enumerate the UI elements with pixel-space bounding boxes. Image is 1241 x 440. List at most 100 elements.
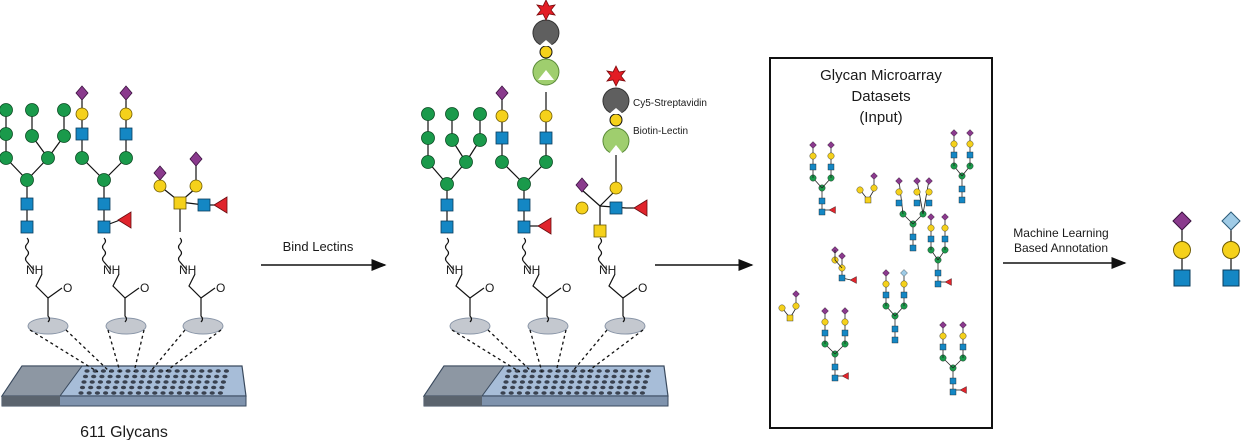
monosaccharide-diamond (939, 321, 947, 329)
dataset-title-line-3: (Input) (859, 109, 902, 126)
monosaccharide-circle (966, 140, 974, 148)
array-spot-dot (191, 369, 197, 373)
array-spot-dot (106, 380, 112, 384)
array-spot-dot (147, 380, 153, 384)
array-spot-dot (619, 374, 625, 379)
array-spot-dot (141, 369, 147, 373)
monosaccharide-square (909, 233, 917, 241)
panel-lectin-binding: NH O NH O NH O (421, 0, 707, 407)
array-spot-dot (578, 374, 584, 379)
monosaccharide-square (895, 199, 903, 207)
array-spot-dot (201, 391, 207, 395)
array-spot-dot (103, 391, 109, 395)
array-spot-dot (555, 369, 561, 373)
array-spot-dot (112, 385, 118, 390)
array-spot-dot (590, 391, 596, 395)
array-spot-dot (522, 369, 529, 373)
monosaccharide-circle (870, 184, 878, 192)
array-spot-dot (645, 369, 652, 373)
array-spot-dot (99, 374, 105, 379)
array-spot-dot (135, 391, 141, 395)
array-spot-dot (604, 369, 611, 373)
array-spot-dot (209, 391, 215, 395)
array-spot-dot (119, 391, 125, 395)
array-spot-dot (148, 374, 154, 379)
array-spot-dot (536, 380, 542, 384)
array-spot-dot (133, 369, 139, 373)
monosaccharide-square (831, 374, 839, 382)
array-spot-dot (202, 385, 209, 390)
array-spot-dot (615, 391, 621, 395)
array-spot-dot (616, 385, 622, 390)
array-spot-dot (521, 374, 527, 379)
array-spot-dot (583, 385, 590, 390)
monosaccharide-circle (792, 302, 800, 310)
array-spot-dot (534, 385, 540, 390)
array-spot-dot (624, 385, 631, 390)
array-spot-dot (644, 374, 650, 379)
monosaccharide-square (913, 199, 921, 207)
array-spot-dot (633, 385, 639, 390)
array-spot-dot (174, 369, 180, 373)
array-spot-dot (89, 380, 95, 384)
spot-grid-1 (78, 369, 229, 395)
array-spot-dot (537, 374, 543, 379)
microarray-slide-2 (422, 365, 669, 407)
monosaccharide-square (949, 388, 957, 396)
array-spot-dot (188, 380, 194, 384)
array-spot-dot (603, 374, 609, 379)
array-spot-dot (114, 380, 120, 384)
array-spot-dot (223, 369, 229, 373)
monosaccharide-square (891, 336, 899, 344)
glycan-bond (916, 179, 924, 215)
array-spot-dot (551, 385, 557, 390)
array-spot-dot (214, 374, 220, 379)
monosaccharide-square (925, 199, 933, 207)
array-spot-dot (217, 391, 223, 395)
monosaccharide-circle (827, 152, 835, 160)
array-spot-dot (545, 374, 552, 379)
monosaccharide-circle (913, 188, 921, 196)
array-spot-dot (513, 374, 519, 379)
monosaccharide-diamond (950, 129, 958, 137)
array-spot-dot (204, 380, 210, 384)
array-spot-dot (160, 391, 166, 395)
array-spot-dot (504, 374, 511, 379)
carbonyl-o-label: O (638, 281, 647, 295)
monosaccharide-circle (959, 332, 967, 340)
mini-glycan-collection (778, 129, 974, 396)
array-spot-dot (186, 385, 192, 390)
array-spot-dot (182, 369, 188, 373)
array-spot-dot (196, 380, 202, 384)
array-spot-dot (554, 374, 560, 379)
microarray-slide-1 (0, 365, 247, 407)
dataset-title-line-2: Datasets (851, 88, 910, 105)
array-spot-dot (529, 374, 535, 379)
array-spots-2 (449, 317, 646, 373)
array-spot-dot (623, 391, 629, 395)
array-spots-1 (27, 317, 224, 373)
array-spot-dot (514, 369, 520, 373)
monosaccharide-square (934, 280, 942, 288)
array-spot-dot (566, 391, 572, 395)
array-spot-dot (197, 374, 203, 379)
array-spot-dot (81, 380, 87, 384)
array-spot-dot (637, 369, 643, 373)
monosaccharide-square (864, 196, 872, 204)
monosaccharide-square (941, 235, 949, 243)
monosaccharide-circle (950, 140, 958, 148)
array-spot-dot (185, 391, 191, 395)
monosaccharide-diamond (895, 177, 903, 185)
glycan-o-linked-2 (575, 150, 648, 238)
array-spot-dot (510, 385, 516, 390)
monosaccharide-diamond (821, 307, 829, 315)
monosaccharide-square (966, 151, 974, 159)
array-spot-dot (179, 380, 185, 384)
monosaccharide-diamond (900, 269, 908, 277)
array-spot-dot (109, 369, 115, 373)
monosaccharide-circle (900, 280, 908, 288)
carbonyl-o-label: O (485, 281, 494, 295)
array-spot-dot (152, 391, 158, 395)
monosaccharide-circle (856, 186, 864, 194)
output-motifs (1172, 211, 1241, 287)
